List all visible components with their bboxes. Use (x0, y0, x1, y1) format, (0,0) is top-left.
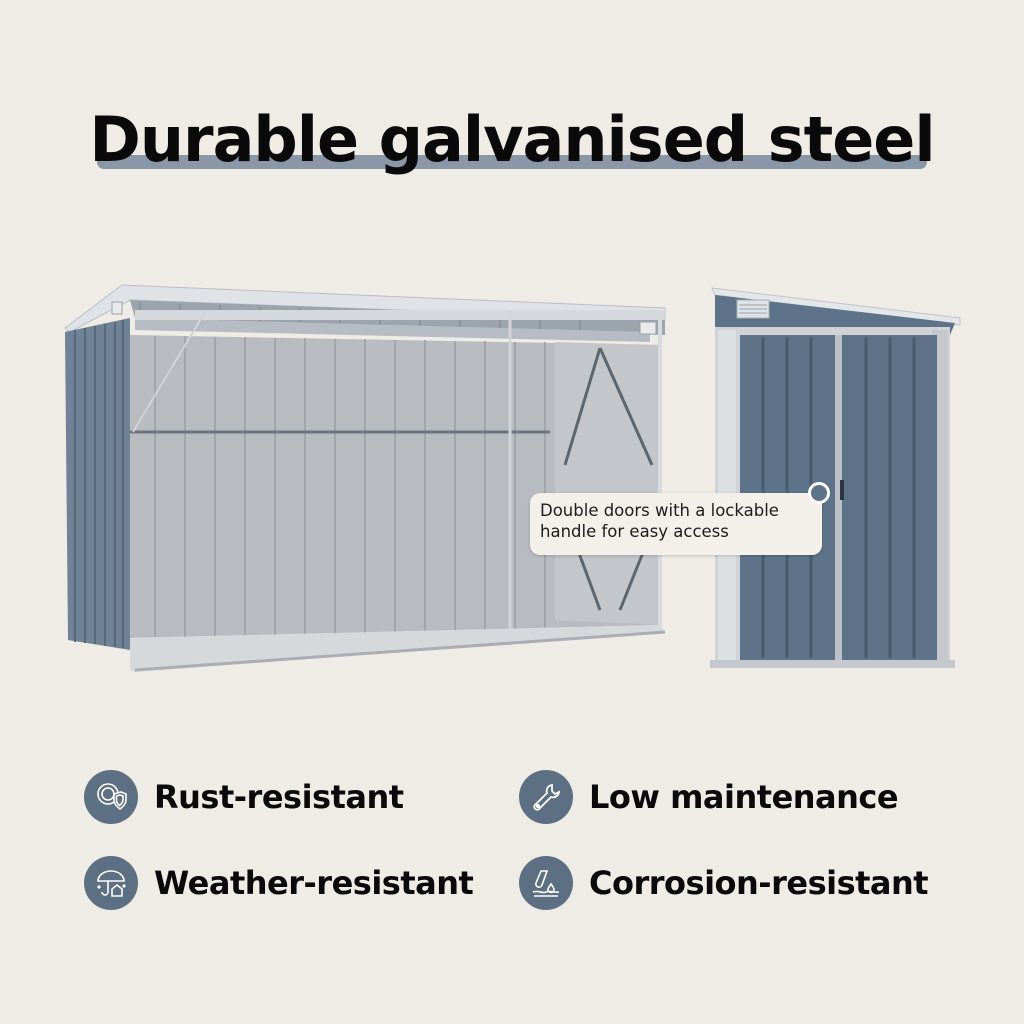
headline: Durable galvanised steel (0, 100, 1024, 180)
title-underline (97, 155, 927, 169)
feature-weather-resistant: Weather-resistant (84, 855, 474, 911)
door-callout: Double doors with a lockable handle for … (530, 493, 822, 555)
rust-shield-gear-icon (84, 770, 138, 824)
callout-hotspot-dot (808, 482, 830, 504)
open-shed-image (64, 284, 666, 672)
feature-rust-resistant: Rust-resistant (84, 769, 404, 825)
feature-low-maintenance: Low maintenance (519, 769, 899, 825)
feature-label: Corrosion-resistant (589, 864, 929, 902)
feature-label: Low maintenance (589, 778, 899, 816)
page-title: Durable galvanised steel (89, 103, 935, 176)
feature-label: Weather-resistant (154, 864, 474, 902)
callout-line-1: Double doors with a lockable (540, 501, 779, 520)
callout-line-2: handle for easy access (540, 522, 729, 541)
closed-shed-image (710, 287, 961, 668)
wrench-icon (519, 770, 573, 824)
feature-label: Rust-resistant (154, 778, 404, 816)
corrosion-drop-icon (519, 856, 573, 910)
feature-corrosion-resistant: Corrosion-resistant (519, 855, 929, 911)
umbrella-house-icon (84, 856, 138, 910)
